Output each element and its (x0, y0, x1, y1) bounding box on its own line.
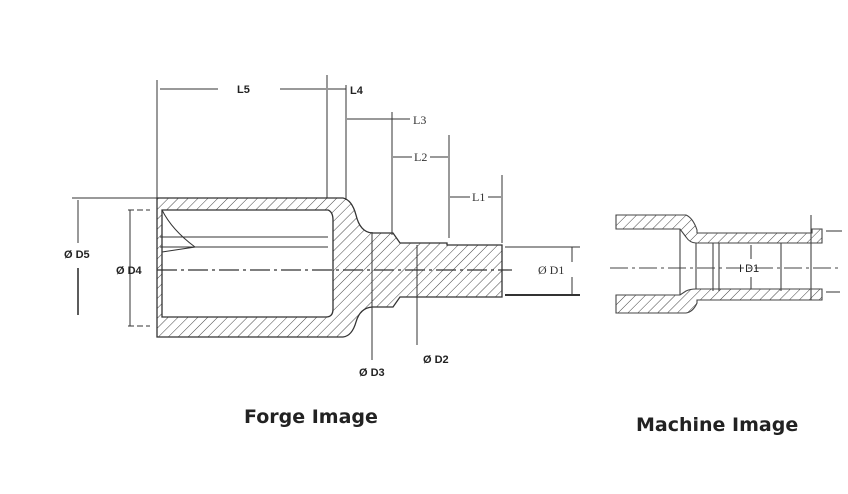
label-L5: L5 (237, 84, 250, 96)
label-ID1: I D1 (739, 263, 759, 275)
label-L1: L1 (472, 190, 485, 204)
label-D4: Ø D4 (116, 265, 143, 277)
label-D5: Ø D5 (64, 249, 90, 261)
label-D3: Ø D3 (359, 367, 385, 379)
label-D2: Ø D2 (423, 354, 449, 366)
forge-drawing (72, 75, 580, 360)
label-L4: L4 (350, 85, 364, 97)
forge-part-section (156, 197, 503, 338)
label-L2: L2 (414, 150, 427, 164)
forge-dimension-labels: L5 L4 L3 L2 L1 Ø D5 Ø D4 Ø D1 Ø D3 Ø D2 (64, 84, 564, 379)
machine-image-caption: Machine Image (636, 414, 799, 436)
label-D1: Ø D1 (538, 263, 564, 277)
label-L3: L3 (413, 113, 426, 127)
machine-drawing (610, 214, 842, 314)
forge-image-caption: Forge Image (244, 406, 378, 428)
